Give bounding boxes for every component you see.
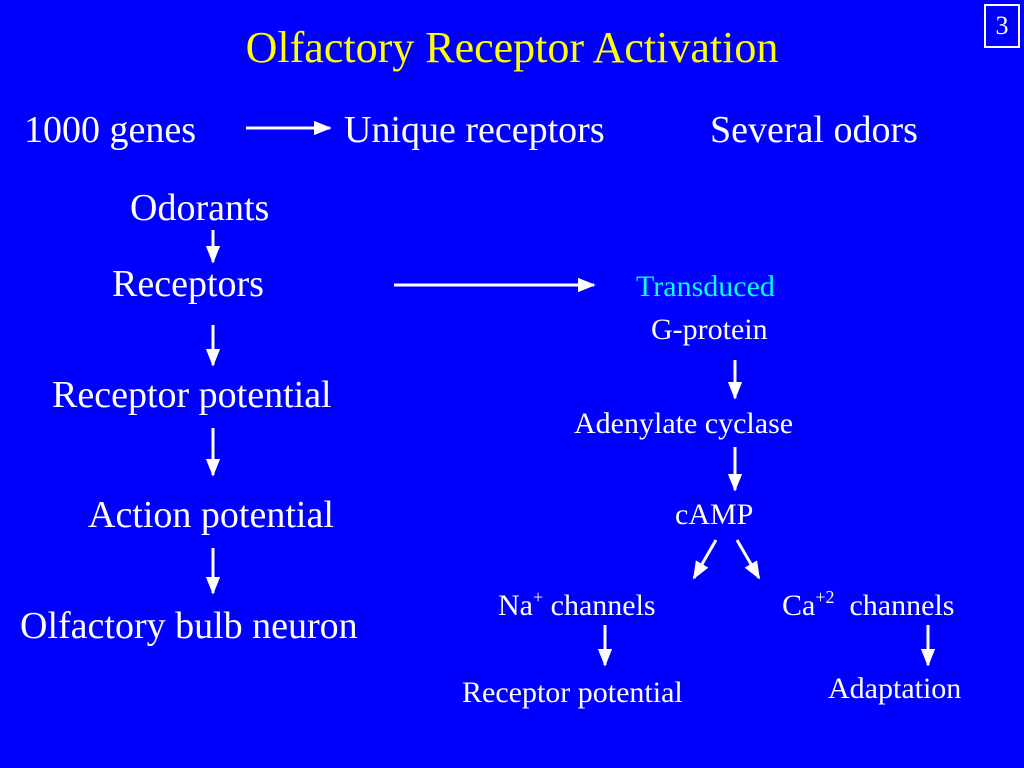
slide-title: Olfactory Receptor Activation [245,23,779,72]
adenylate-cyclase-label: Adenylate cyclase [574,407,794,440]
unique-receptors-label: Unique receptors [344,109,605,151]
na-prefix: Na [498,589,533,622]
several-odors-label: Several odors [710,109,918,151]
adaptation-label: Adaptation [828,672,962,705]
ca-prefix: Ca [782,589,816,622]
na-suffix: channels [543,589,656,622]
camp-to-ca-arrow [735,539,761,580]
camp-label: cAMP [675,498,754,531]
na-channels-label: Na+ channels [498,587,656,623]
g-protein-label: G-protein [651,313,768,346]
na-superscript: + [532,587,544,607]
ca-channels-label: Ca+2 channels [782,587,954,623]
olfactory-bulb-neuron-label: Olfactory bulb neuron [20,605,358,647]
na-receptor-potential-label: Receptor potential [462,676,683,709]
slide-number: 3 [984,4,1020,48]
ca-superscript: +2 [815,587,835,607]
ca-suffix: channels [834,589,955,622]
receptors-label: Receptors [112,263,264,305]
genes-label: 1000 genes [24,109,197,151]
odorants-label: Odorants [130,187,270,229]
transduced-label: Transduced [636,270,775,303]
receptor-potential-label: Receptor potential [52,374,332,416]
camp-to-na-arrow [692,539,718,580]
action-potential-label: Action potential [88,494,334,536]
